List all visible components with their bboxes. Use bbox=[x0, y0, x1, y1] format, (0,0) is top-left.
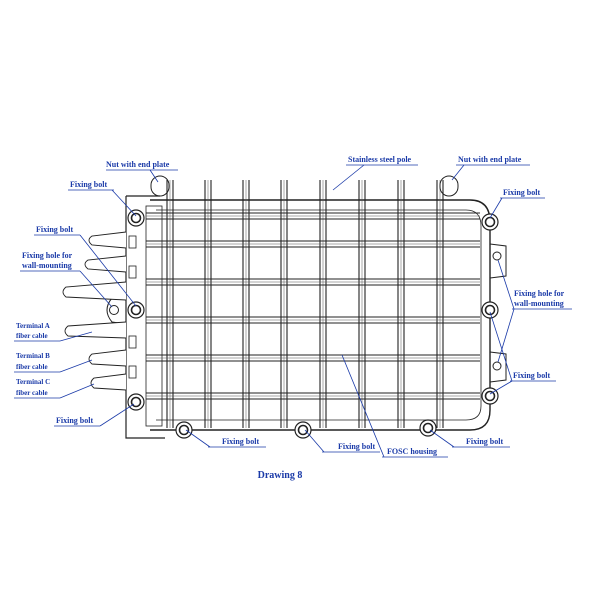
horizontal-pole-3 bbox=[146, 278, 480, 286]
label-fosc-housing: FOSC housing bbox=[387, 447, 437, 456]
fixing-bolt-top-left bbox=[127, 209, 145, 227]
horizontal-pole-2 bbox=[146, 240, 480, 248]
vertical-pole-2 bbox=[204, 180, 212, 428]
vertical-pole-7 bbox=[397, 180, 405, 428]
fixing-bolts bbox=[127, 209, 499, 439]
fixing-bolt-bottom-1 bbox=[175, 421, 193, 439]
wall-mount-hole-left bbox=[109, 305, 119, 315]
cable-terminal-b bbox=[88, 349, 127, 367]
fixing-bolt-bottom-2 bbox=[294, 421, 312, 439]
vertical-pole-4 bbox=[280, 180, 288, 428]
fixing-bolt-bottom-left bbox=[127, 393, 145, 411]
label-fixing-bolt-top-right: Fixing bolt bbox=[503, 188, 540, 197]
label-fixing-bolt-right-lower: Fixing bolt bbox=[513, 371, 550, 380]
label-fixing-bolt-left: Fixing bolt bbox=[36, 225, 73, 234]
vertical-pole-1 bbox=[166, 180, 174, 428]
annotations: Nut with end plate Stainless steel pole … bbox=[14, 155, 572, 458]
label-fixing-hole-left-2: wall-mounting bbox=[22, 261, 72, 270]
drawing-caption: Drawing 8 bbox=[258, 470, 303, 481]
nut-end-plate-right bbox=[439, 175, 459, 197]
label-terminal-c-2: fiber cable bbox=[16, 389, 48, 397]
vertical-pole-6 bbox=[358, 180, 366, 428]
cable-terminal-a bbox=[64, 321, 127, 339]
label-nut-right: Nut with end plate bbox=[458, 155, 522, 164]
fixing-bolt-bottom-3 bbox=[419, 419, 437, 437]
label-fixing-bolt-bottom-left: Fixing bolt bbox=[56, 416, 93, 425]
label-terminal-c-1: Terminal C bbox=[16, 378, 50, 386]
label-stainless-pole: Stainless steel pole bbox=[348, 155, 412, 164]
cable-terminal-c bbox=[90, 373, 127, 391]
fixing-bolt-right-middle bbox=[481, 301, 499, 319]
label-terminal-b-2: fiber cable bbox=[16, 363, 48, 371]
horizontal-pole-1 bbox=[146, 212, 480, 220]
label-fixing-bolt-top-left: Fixing bolt bbox=[70, 180, 107, 189]
label-terminal-b-1: Terminal B bbox=[16, 352, 50, 360]
vertical-pole-8 bbox=[436, 180, 444, 428]
mounting-lug-right-lower bbox=[489, 351, 507, 383]
horizontal-pole-4 bbox=[146, 316, 480, 324]
label-nut-left: Nut with end plate bbox=[106, 160, 170, 169]
horizontal-pole-6 bbox=[146, 392, 480, 400]
label-fixing-bolt-bottom-1: Fixing bolt bbox=[222, 437, 259, 446]
cable-upper-1 bbox=[88, 231, 127, 249]
vertical-poles bbox=[166, 180, 444, 428]
label-terminal-a-2: fiber cable bbox=[16, 332, 48, 340]
label-fixing-hole-right-1: Fixing hole for bbox=[514, 289, 565, 298]
mounting-lug-right-upper bbox=[489, 243, 507, 279]
horizontal-poles bbox=[146, 212, 480, 400]
fixing-bolt-top-right bbox=[481, 213, 499, 231]
vertical-pole-5 bbox=[319, 180, 327, 428]
wall-mount-hole-right-lower bbox=[492, 361, 502, 371]
fixing-bolt-right-lower bbox=[481, 387, 499, 405]
label-terminal-a-1: Terminal A bbox=[16, 322, 50, 330]
label-fixing-hole-left-1: Fixing hole for bbox=[22, 251, 73, 260]
cable-upper-3 bbox=[62, 281, 127, 301]
nut-end-plate-left bbox=[150, 175, 170, 197]
vertical-pole-3 bbox=[242, 180, 250, 428]
label-fixing-bolt-bottom-2: Fixing bolt bbox=[338, 442, 375, 451]
wall-mount-hole-right-upper bbox=[492, 251, 502, 261]
horizontal-pole-5 bbox=[146, 354, 480, 362]
cable-upper-2 bbox=[84, 255, 127, 273]
label-fixing-hole-right-2: wall-mounting bbox=[514, 299, 564, 308]
label-fixing-bolt-bottom-3: Fixing bolt bbox=[466, 437, 503, 446]
fixing-bolt-left-middle bbox=[127, 301, 145, 319]
fiber-cables bbox=[62, 231, 127, 391]
